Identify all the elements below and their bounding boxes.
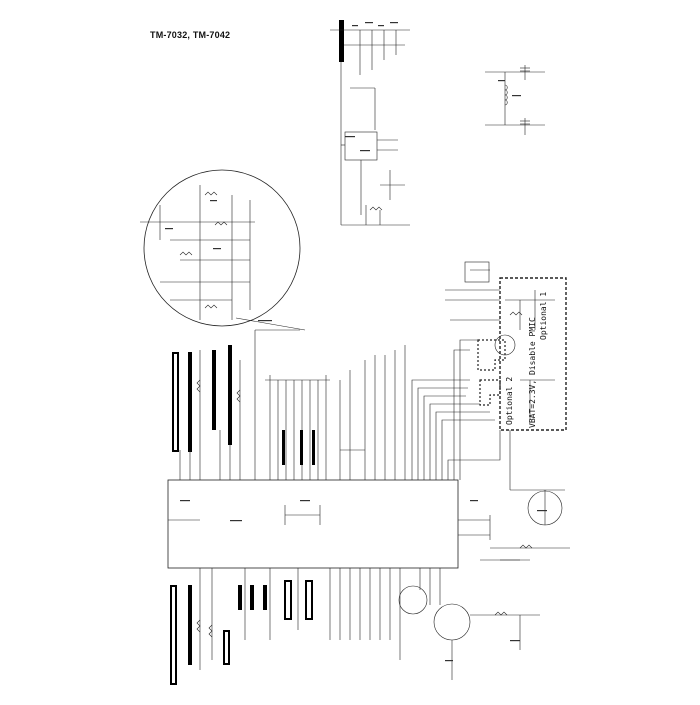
routed-traces	[411, 339, 501, 480]
power-regulator-section	[330, 20, 410, 226]
main-ic	[167, 479, 491, 569]
optional-pmic-box	[445, 261, 567, 431]
right-transistor-section	[490, 430, 570, 561]
model-title: TM-7032, TM-7042	[150, 30, 231, 40]
inductor-filter-section	[485, 65, 545, 135]
bottom-bus-section	[170, 559, 540, 685]
optional-2-label: Optional 2	[505, 377, 514, 425]
disable-pmic-label: VBAT=2.3V, Disable PMIC	[528, 317, 537, 428]
detail-zoom-circle	[140, 169, 306, 480]
optional-annotations: Optional 1 VBAT=2.3V, Disable PMIC Optio…	[505, 292, 548, 428]
component-label-marks	[165, 22, 547, 662]
optional-1-label: Optional 1	[539, 292, 548, 340]
left-top-bus	[172, 345, 241, 480]
middle-signal-lines	[265, 345, 406, 480]
